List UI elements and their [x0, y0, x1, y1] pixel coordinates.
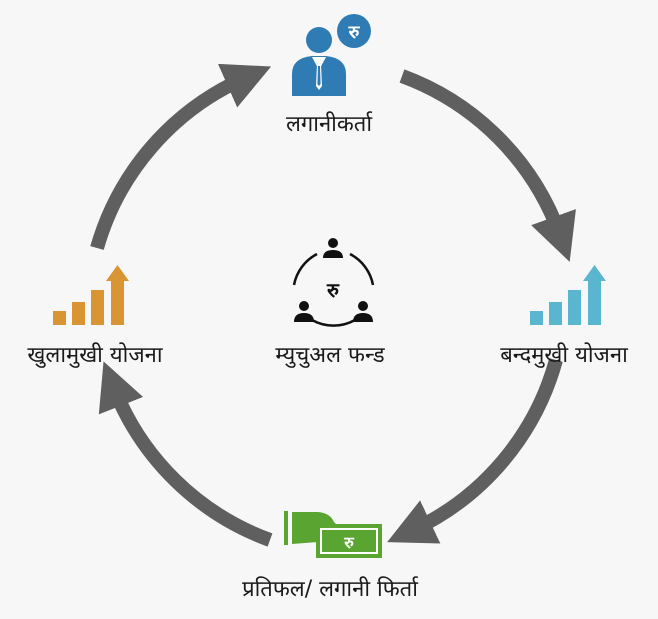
- badge-symbol: रु: [348, 22, 361, 43]
- right-bar-growth-icon: [530, 265, 606, 325]
- node-label-open-ended-scheme: खुलामुखी योजना: [27, 343, 163, 368]
- node-label-returns: प्रतिफल/ लगानी फिर्ता: [242, 577, 418, 602]
- arrow-left-to-top: [90, 63, 272, 250]
- note-symbol: रु: [343, 533, 355, 552]
- center-symbol: रु: [326, 278, 340, 302]
- arrow-bottom-to-left: [98, 361, 273, 547]
- arrow-right-to-bottom: [387, 358, 563, 544]
- left-bar-growth-icon: [53, 265, 129, 325]
- rupee-badge-icon: रु: [337, 14, 371, 48]
- node-label-investor: लगानीकर्ता: [285, 112, 373, 137]
- mutual-fund-icon: रु: [292, 238, 375, 327]
- cash-hand-icon: रु: [284, 511, 382, 558]
- node-label-closed-ended-scheme: बन्दमुखी योजना: [500, 343, 628, 368]
- node-label-mutual-fund: म्युचुअल फन्ड: [275, 343, 385, 368]
- investor-icon: [292, 27, 346, 96]
- arrow-top-to-right: [399, 69, 576, 262]
